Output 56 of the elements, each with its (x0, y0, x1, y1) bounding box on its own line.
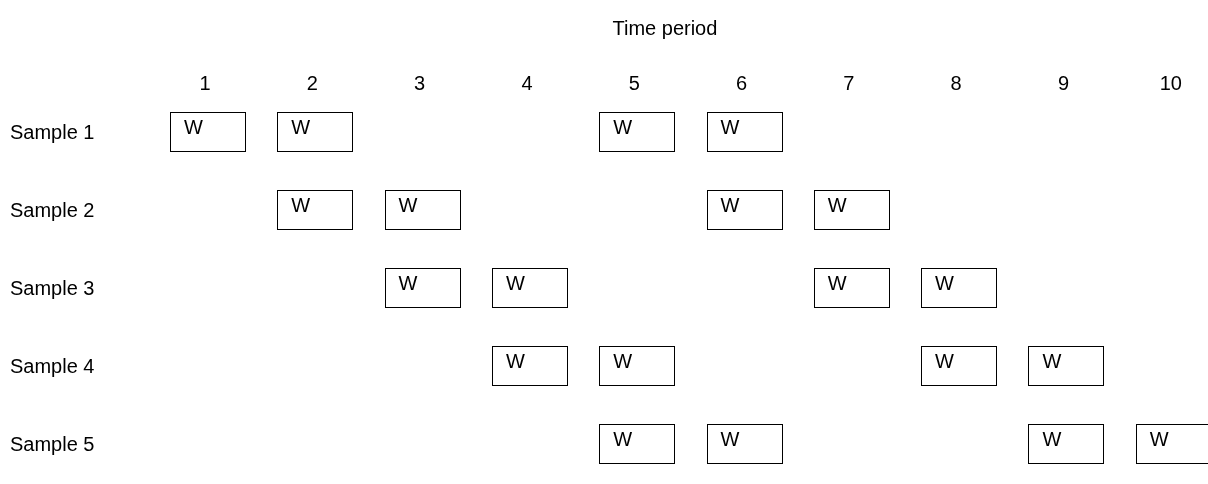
cell-box (277, 112, 354, 152)
column-number: 4 (521, 71, 533, 95)
cell-box (1135, 424, 1208, 464)
column-number: 6 (736, 71, 748, 95)
cell-letter: W (935, 271, 954, 295)
row-label: Sample 3 (10, 276, 95, 300)
cell-letter: W (720, 427, 740, 451)
cell-box (1028, 424, 1105, 464)
cell-box (706, 424, 783, 464)
cell-box (384, 190, 461, 230)
axis-title: Time period (612, 16, 718, 40)
cell-box (277, 190, 354, 230)
cell-box (599, 112, 676, 152)
cell-letter: W (398, 271, 418, 295)
cell-box (599, 346, 676, 386)
cell-letter: W (613, 427, 633, 451)
cell-letter: W (613, 349, 633, 373)
column-number: 2 (306, 71, 318, 95)
cell-letter: W (184, 115, 203, 139)
row-label: Sample 2 (10, 198, 95, 222)
cell-letter: W (1042, 349, 1062, 373)
column-number: 1 (199, 71, 211, 95)
cell-box (706, 190, 783, 230)
cell-letter: W (291, 115, 311, 139)
cell-letter: W (720, 115, 740, 139)
cell-box (706, 112, 783, 152)
cell-letter: W (291, 193, 311, 217)
cell-box (170, 112, 246, 152)
cell-box (491, 268, 568, 308)
cell-letter: W (613, 115, 633, 139)
cell-letter: W (505, 349, 525, 373)
cell-letter: W (720, 193, 740, 217)
cell-box (491, 346, 568, 386)
cell-box (813, 190, 890, 230)
column-number: 8 (950, 71, 962, 95)
column-number: 10 (1159, 71, 1182, 95)
cell-box (813, 268, 890, 308)
column-number: 9 (1057, 71, 1069, 95)
cell-box (384, 268, 461, 308)
cell-box (921, 268, 998, 308)
cell-letter: W (398, 193, 418, 217)
cell-letter: W (935, 349, 954, 373)
row-label: Sample 5 (10, 432, 95, 456)
cell-box (1028, 346, 1105, 386)
cell-letter: W (827, 271, 847, 295)
cell-letter: W (1149, 427, 1169, 451)
column-number: 5 (628, 71, 640, 95)
row-label: Sample 4 (10, 354, 95, 378)
column-number: 7 (843, 71, 855, 95)
cell-letter: W (505, 271, 525, 295)
cell-box (921, 346, 998, 386)
column-number: 3 (414, 71, 426, 95)
cell-box (599, 424, 676, 464)
cell-letter: W (1042, 427, 1062, 451)
cell-letter: W (827, 193, 847, 217)
row-label: Sample 1 (10, 120, 95, 144)
